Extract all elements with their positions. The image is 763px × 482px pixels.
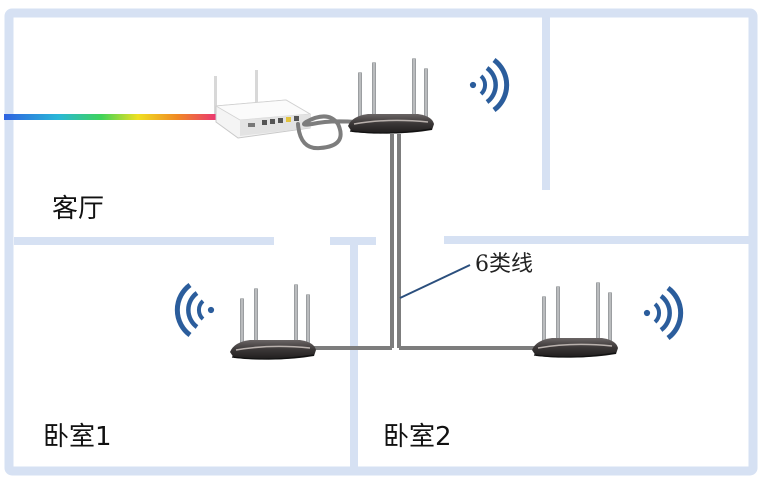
wifi-signal-icon	[177, 285, 213, 335]
cable-label-pointer	[399, 264, 471, 299]
room-label-bedroom-1: 卧室1	[43, 422, 112, 452]
modem-icon	[214, 70, 312, 139]
wall-living-bottom-mid	[330, 237, 376, 245]
router-icon	[229, 283, 317, 361]
fiber-line-icon	[4, 114, 220, 120]
router-icon	[531, 281, 619, 359]
wall-living-bottom-left	[14, 237, 274, 245]
wifi-signal-icon	[470, 60, 506, 110]
cat6-cable	[312, 134, 538, 350]
room-label-living-room: 客厅	[52, 194, 105, 224]
room-label-bedroom-2: 卧室2	[383, 422, 452, 452]
wall-bedroom-divider	[350, 242, 358, 468]
patch-cable	[296, 114, 358, 151]
wifi-signal-icon	[644, 288, 680, 338]
cable-label: 6类线	[475, 252, 533, 277]
wall-living-right	[542, 16, 550, 190]
outer-wall	[4, 8, 758, 476]
wall-living-bottom-right	[444, 236, 750, 244]
router-icon	[347, 57, 435, 135]
